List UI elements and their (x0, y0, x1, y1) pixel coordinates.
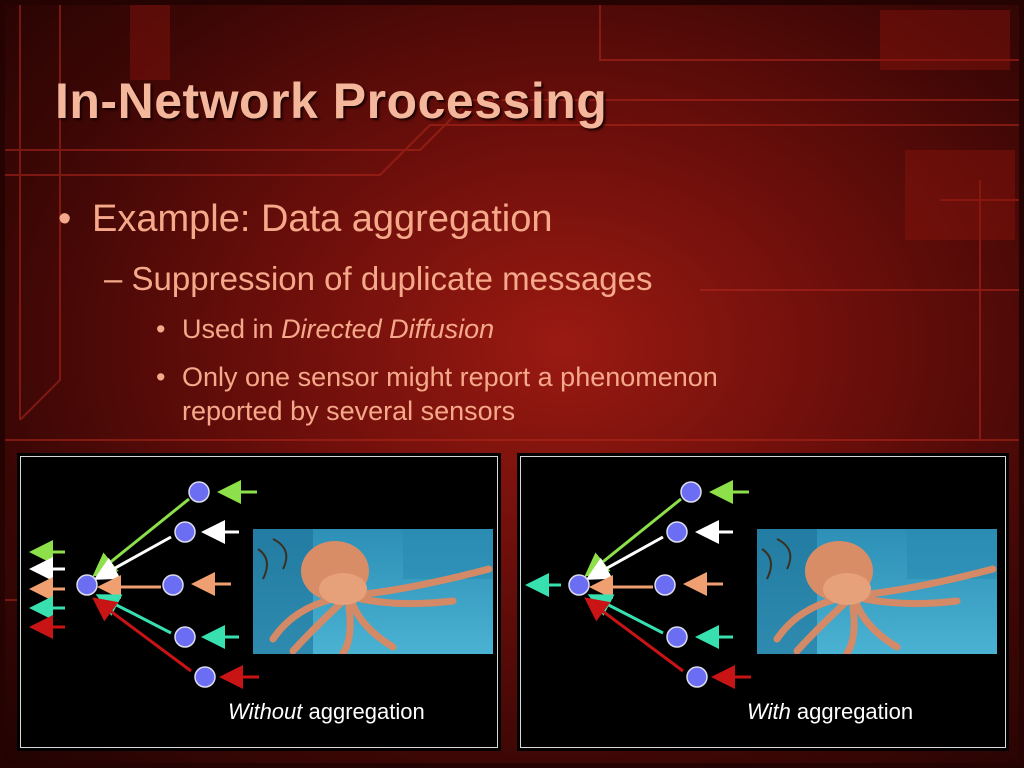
item-line-2: reported by several sensors (182, 396, 516, 426)
panel-without-aggregation: Without aggregation (17, 453, 501, 751)
sensor-node (680, 481, 702, 503)
bullet-dot: • (156, 314, 166, 344)
arrow-cyan-diag (95, 594, 172, 635)
panel-with-aggregation: With aggregation (517, 453, 1009, 751)
arrow-red-diag (584, 597, 684, 673)
item-emphasis: Directed Diffusion (281, 314, 495, 344)
bullet-list: • Example: Data aggregation – Suppressio… (58, 198, 958, 426)
sensor-node (654, 574, 676, 596)
diagram-without-aggregation (29, 480, 259, 689)
caption-rest: aggregation (790, 699, 914, 724)
caption-with-aggregation: With aggregation (747, 699, 913, 725)
arrow-red-diag (92, 597, 192, 673)
arrow-white-diag (93, 535, 172, 580)
diagram-with-aggregation (525, 480, 751, 689)
sensor-node (162, 574, 184, 596)
sensor-node (686, 666, 708, 688)
bullet-dot: • (58, 198, 72, 240)
slide-title: In-Network Processing (55, 73, 608, 129)
sink-node (76, 574, 98, 596)
octopus-photo (757, 529, 997, 654)
octopus-photo (253, 529, 493, 654)
sensor-node (174, 521, 196, 543)
sensor-node (194, 666, 216, 688)
caption-emphasis: Without (228, 699, 303, 724)
arrow-white-diag (585, 535, 664, 580)
caption-without-aggregation: Without aggregation (228, 699, 425, 725)
item-prefix: Used in (182, 314, 282, 344)
sub-sub-bullet-directed-diffusion: • Used in Directed Diffusion (156, 312, 902, 346)
sub-sub-bullet-one-sensor: • Only one sensor might report a phenome… (156, 360, 902, 428)
sensor-node (174, 626, 196, 648)
caption-rest: aggregation (302, 699, 425, 724)
sensor-node (666, 626, 688, 648)
caption-emphasis: With (747, 699, 791, 724)
bullet-text: Example: Data aggregation (92, 198, 553, 240)
sub-bullet-text: Suppression of duplicate messages (131, 260, 653, 297)
bullet-data-aggregation: • Example: Data aggregation (58, 198, 958, 248)
arrow-cyan-diag (587, 594, 664, 635)
sink-node (568, 574, 590, 596)
sensor-node (666, 521, 688, 543)
sensor-node (188, 481, 210, 503)
bullet-dot: • (156, 362, 166, 392)
dash-marker: – (104, 260, 132, 297)
sub-bullet-suppression: – Suppression of duplicate messages (104, 260, 1004, 308)
item-line-1: Only one sensor might report a phenomeno… (182, 362, 718, 392)
